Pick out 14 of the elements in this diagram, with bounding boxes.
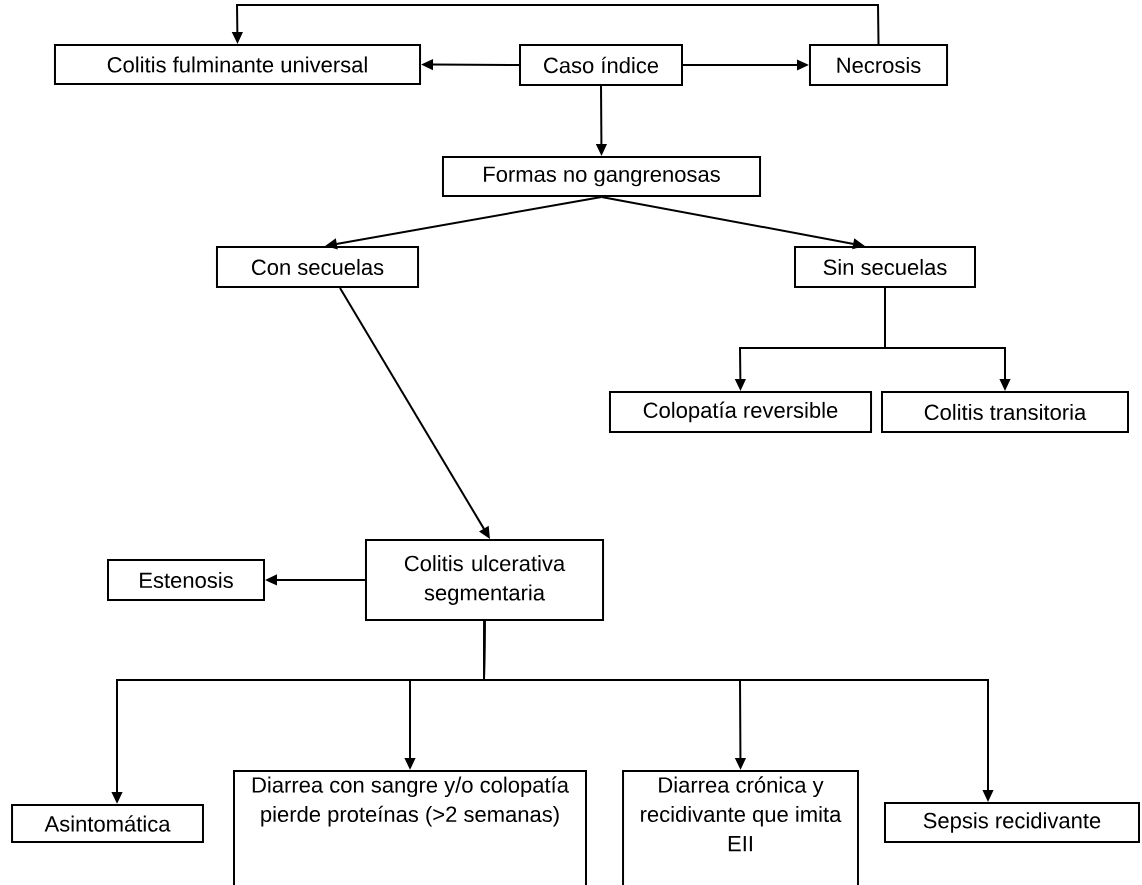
- box: Colitis fulminante universal: [53, 44, 422, 85]
- box: Colopatía reversible: [609, 391, 873, 433]
- box: Sepsis recidivante: [884, 802, 1140, 843]
- box: Diarrea con sangre y/o colopatía pierde proteínas (>2 semanas): [233, 770, 587, 885]
- box: Necrosis: [809, 44, 949, 86]
- box: Colitis ulcerativa segmentaria: [365, 539, 605, 621]
- box: Sin secuelas: [794, 246, 976, 288]
- box: Colitis transitoria: [881, 391, 1129, 433]
- box: Formas no gangrenosas: [441, 156, 762, 197]
- box: Asintomática: [11, 803, 204, 844]
- box: Con secuelas: [216, 246, 420, 288]
- box: Diarrea crónica y recidivante que imita EII: [622, 770, 859, 885]
- box: Estenosis: [107, 559, 265, 601]
- box: Caso índice: [519, 44, 683, 86]
